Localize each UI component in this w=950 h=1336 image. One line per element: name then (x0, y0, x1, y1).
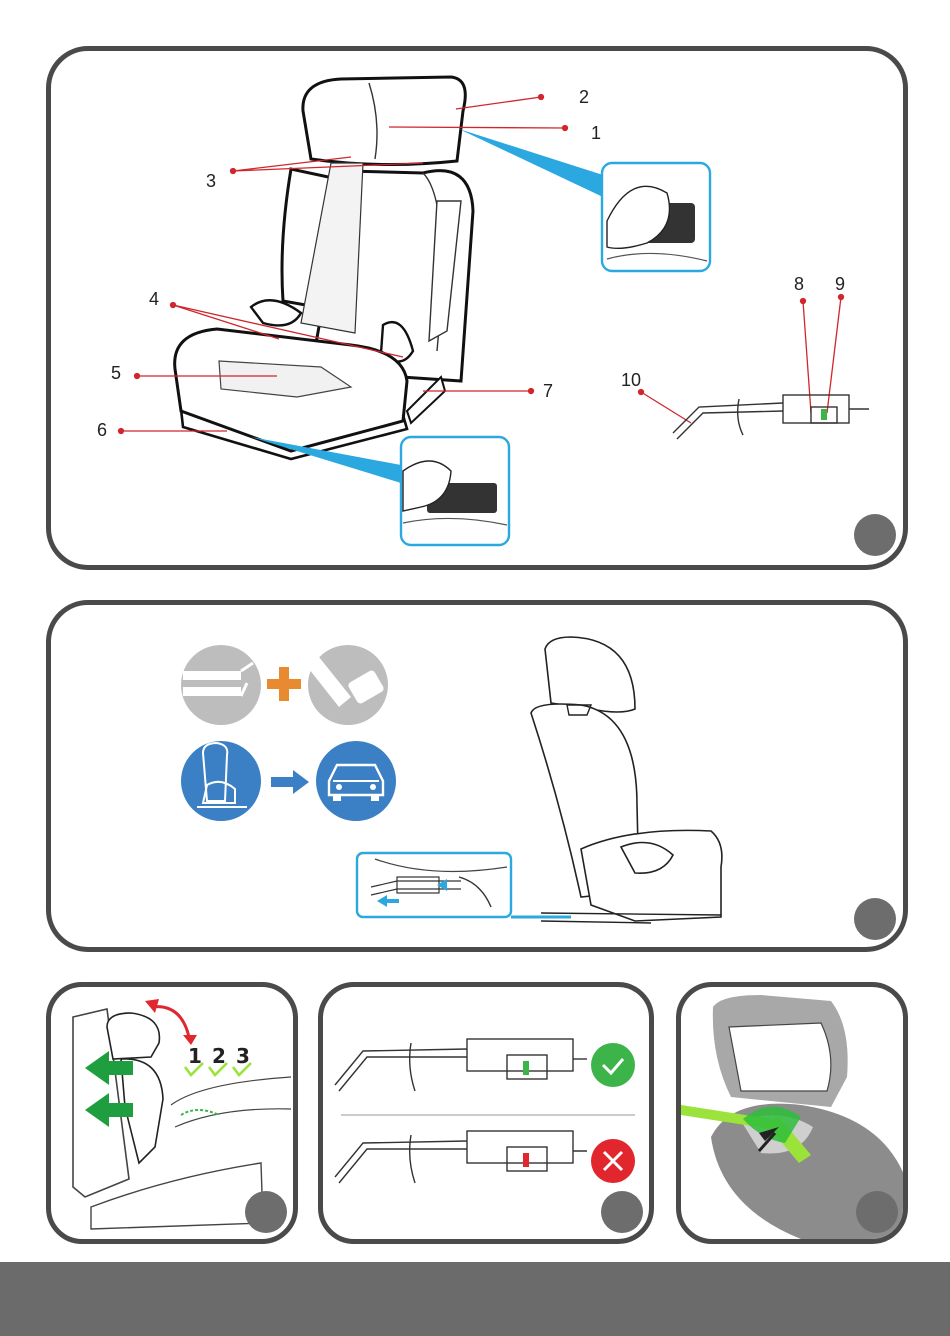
step-number-dot (854, 514, 896, 556)
step-number-dot (854, 898, 896, 940)
height-step-1: 1 (188, 1044, 202, 1068)
callout-1: 1 (591, 124, 601, 142)
booster-seat-parts-illustration (51, 51, 903, 565)
installation-mode-panel (46, 600, 908, 952)
booster-seat-icon (181, 741, 261, 821)
connector-indicator-panel (318, 982, 654, 1244)
callout-4: 4 (149, 290, 159, 308)
arrow-right-icon (271, 770, 309, 794)
check-circle-icon (591, 1043, 635, 1087)
callout-8: 8 (794, 275, 804, 293)
callout-7: 7 (543, 382, 553, 400)
footer-bar (0, 1262, 950, 1336)
cross-circle-icon (591, 1139, 635, 1183)
isofix-connector-icon (181, 645, 261, 725)
callout-3: 3 (206, 172, 216, 190)
callout-6: 6 (97, 421, 107, 439)
connector-indicator-illustration (323, 987, 649, 1239)
callout-10: 10 (621, 371, 641, 389)
step-number-dot (601, 1191, 643, 1233)
car-icon (316, 741, 396, 821)
belt-routing-panel (676, 982, 908, 1244)
callout-2: 2 (579, 88, 589, 106)
height-step-2: 2 (212, 1044, 226, 1068)
headrest-adjust-panel: 1 2 3 (46, 982, 298, 1244)
callout-9: 9 (835, 275, 845, 293)
parts-overview-panel: 2 1 3 4 5 6 7 8 9 10 (46, 46, 908, 570)
installation-illustration (51, 605, 903, 947)
step-number-dot (245, 1191, 287, 1233)
seat-belt-icon (308, 645, 388, 725)
step-number-dot (856, 1191, 898, 1233)
height-step-3: 3 (236, 1044, 250, 1068)
plus-icon (267, 667, 301, 701)
callout-5: 5 (111, 364, 121, 382)
